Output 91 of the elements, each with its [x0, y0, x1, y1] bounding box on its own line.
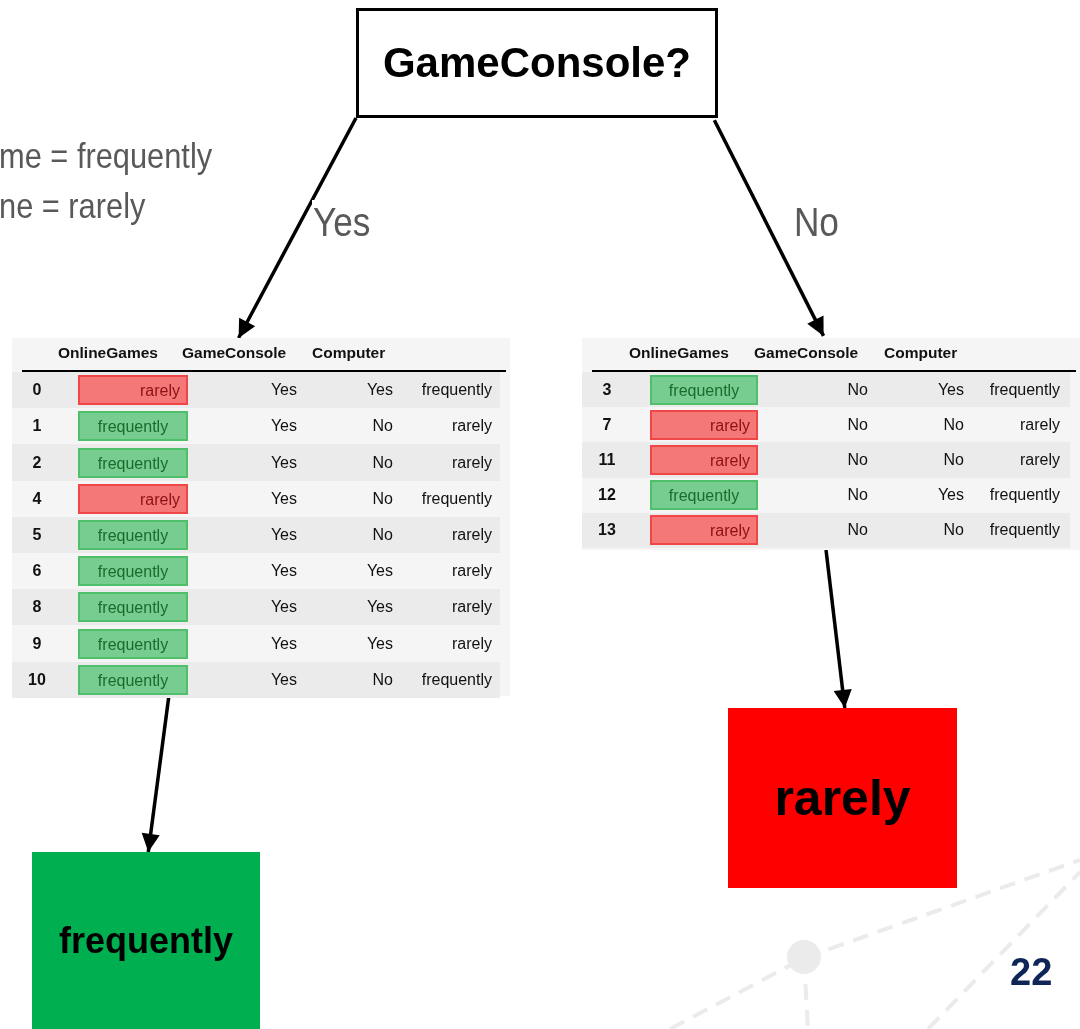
highlighted-cell: rarely — [650, 409, 758, 440]
leaf-box — [728, 708, 957, 888]
highlighted-cell: frequently — [78, 411, 188, 442]
row-index: 0 — [31, 380, 43, 401]
column-header: OnlineGames — [58, 343, 158, 363]
row-index: 2 — [31, 452, 43, 473]
highlighted-cell: rarely — [78, 483, 188, 514]
note-text: ne = rarely — [0, 186, 146, 226]
table-cell-text: rarely — [1020, 414, 1060, 435]
table-cell-text: Yes — [270, 597, 297, 618]
highlighted-cell: frequently — [78, 447, 188, 478]
table-cell-text: rarely — [452, 452, 492, 473]
arrow — [824, 549, 852, 709]
row-index: 7 — [601, 414, 613, 435]
row-index: 3 — [601, 379, 613, 400]
arrow — [712, 119, 826, 337]
row-index: 6 — [31, 561, 43, 582]
table-cell-text: rarely — [1020, 450, 1060, 470]
row-index: 9 — [31, 633, 43, 654]
table-cell-text: Yes — [937, 485, 964, 506]
table-cell-text: Yes — [270, 669, 297, 690]
table-cell-text: rarely — [452, 416, 492, 437]
table-cell-text: frequently — [989, 485, 1060, 506]
table-cell-text: No — [847, 414, 868, 435]
highlighted-cell: frequently — [650, 480, 758, 511]
column-header: Computer — [312, 343, 386, 363]
table-cell-text: Yes — [270, 633, 297, 654]
row-index: 11 — [597, 450, 617, 470]
highlighted-cell: rarely — [650, 445, 758, 475]
table-cell-text: Yes — [270, 561, 297, 582]
column-header: Computer — [884, 343, 958, 363]
column-header: GameConsole — [754, 343, 859, 363]
row-index: 10 — [27, 669, 47, 690]
table-cell-text: No — [372, 524, 393, 545]
highlighted-cell: frequently — [78, 592, 188, 623]
table-cell-text: Yes — [366, 380, 393, 401]
table-cell-text: No — [372, 452, 393, 473]
highlighted-cell: frequently — [78, 664, 188, 695]
table-cell-text: No — [372, 488, 393, 509]
row-index: 12 — [597, 485, 617, 506]
question-text: GameConsole? — [382, 39, 692, 87]
table-cell-text: No — [372, 416, 393, 437]
row-index: 8 — [31, 597, 43, 618]
table-cell-text: Yes — [937, 379, 964, 400]
highlighted-cell: rarely — [650, 515, 758, 546]
column-header: GameConsole — [182, 343, 287, 363]
page-number: 22 — [1010, 952, 1053, 992]
table-cell-text: No — [943, 450, 964, 470]
row-index: 5 — [31, 524, 43, 545]
highlighted-cell: frequently — [78, 519, 188, 550]
class-label: rarely — [774, 769, 911, 827]
table-cell-text: frequently — [989, 520, 1060, 541]
arrow — [237, 117, 358, 339]
column-header: OnlineGames — [629, 343, 729, 363]
table-cell-text: frequently — [421, 380, 492, 401]
row-index: 4 — [31, 488, 43, 509]
table-cell-text: Yes — [270, 488, 297, 509]
table-cell-text: Yes — [366, 561, 393, 582]
table-cell-text: Yes — [366, 633, 393, 654]
note-text: me = frequently — [0, 136, 213, 176]
table-cell-text: No — [847, 485, 868, 506]
table-cell-text: rarely — [452, 524, 492, 545]
arrow — [141, 695, 171, 853]
highlighted-cell: frequently — [650, 374, 758, 405]
table-cell-text: No — [847, 379, 868, 400]
table-cell-text: frequently — [989, 379, 1060, 400]
table-cell-text: frequently — [421, 488, 492, 509]
table-cell-text: rarely — [452, 633, 492, 654]
table-cell-text: Yes — [270, 524, 297, 545]
data-table — [12, 338, 510, 696]
table-cell-text: Yes — [270, 452, 297, 473]
table-cell-text: No — [372, 669, 393, 690]
table-cell-text: rarely — [452, 597, 492, 618]
highlighted-cell: rarely — [78, 375, 188, 406]
table-cell-text: rarely — [452, 561, 492, 582]
table-cell-text: No — [943, 520, 964, 541]
table-cell-text: Yes — [366, 597, 393, 618]
table-cell-text: frequently — [421, 669, 492, 690]
table-cell-text: Yes — [270, 380, 297, 401]
decision-box — [356, 8, 718, 118]
table-cell-text: No — [943, 414, 964, 435]
table-cell-text: No — [847, 520, 868, 541]
leaf-box — [32, 852, 260, 1029]
highlighted-cell: frequently — [78, 628, 188, 659]
table-cell-text: Yes — [270, 416, 297, 437]
data-table — [582, 338, 1080, 550]
highlighted-cell: frequently — [78, 556, 188, 587]
row-index: 1 — [31, 416, 43, 437]
row-index: 13 — [597, 520, 617, 541]
class-label: frequently — [59, 919, 233, 962]
table-cell-text: No — [847, 450, 868, 470]
